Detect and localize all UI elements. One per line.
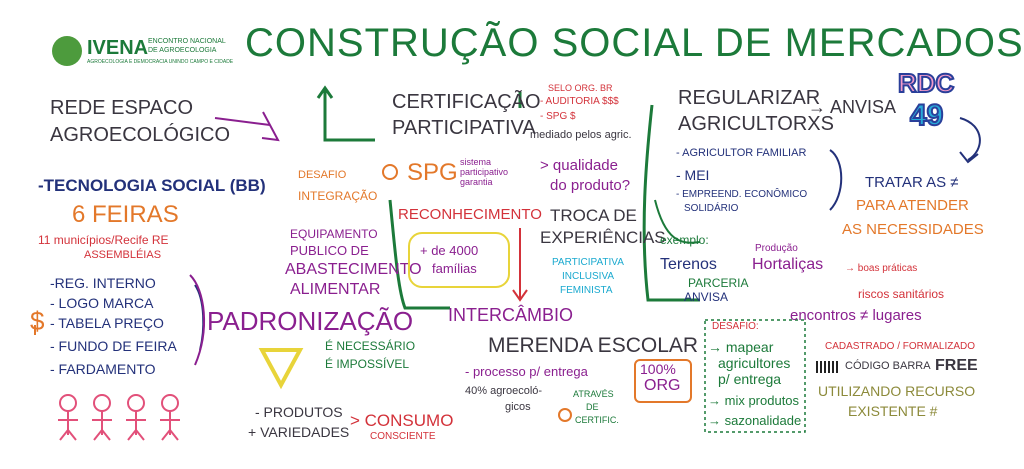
equip-line-1: EQUIPAMENTO (290, 227, 378, 241)
qualidade-1: > qualidade (540, 157, 618, 174)
intercambio: INTERCÂMBIO (448, 305, 574, 325)
processo-entrega: - processo p/ entrega (465, 364, 588, 379)
e-impossivel: É IMPOSSÍVEL (325, 357, 410, 371)
consumo: > CONSUMO (350, 411, 454, 430)
agroeco-2: gicos (505, 401, 531, 413)
empreend-1: - EMPREEND. ECONÔMICO (676, 189, 808, 200)
sazonalidade: → sazonalidade (708, 413, 802, 428)
mapear-2: agricultores (718, 355, 791, 371)
barcode-icon (816, 361, 838, 373)
spg-note-3: garantia (460, 177, 493, 187)
agricultor-familiar: - AGRICULTOR FAMILIAR (676, 147, 807, 159)
troca-1: TROCA DE (550, 206, 637, 225)
equip-line-4: ALIMENTAR (290, 281, 381, 298)
org-label: ORG (644, 377, 681, 394)
mapear-1: → mapear (708, 339, 774, 355)
selo-org: SELO ORG. BR (548, 83, 613, 93)
rdc-label: RDC (897, 68, 955, 98)
feminista: FEMINISTA (560, 285, 613, 296)
regularizar-1: REGULARIZAR (678, 87, 821, 109)
list-item-logo-marca: - LOGO MARCA (50, 295, 154, 311)
mei: - MEI (676, 167, 710, 183)
list-item-fundo-feira: - FUNDO DE FEIRA (50, 338, 177, 354)
existente: EXISTENTE # (848, 403, 938, 419)
list-item-tabela-preco: - TABELA PREÇO (50, 315, 164, 331)
merenda-escolar: MERENDA ESCOLAR (488, 334, 699, 357)
familias-2: famílias (432, 261, 477, 276)
rede-line-2: AGROECOLÓGICO (50, 124, 231, 146)
reconhecimento: RECONHECIMENTO (398, 206, 542, 223)
codigo-barra: CÓDIGO BARRA (845, 360, 931, 372)
regularizar-2: AGRICULTORXS (678, 113, 834, 135)
logo-subtitle-2: DE AGROECOLOGIA (148, 47, 217, 54)
e-necessario: É NECESSÁRIO (325, 339, 416, 353)
utilizando: UTILIZANDO RECURSO (818, 383, 976, 399)
spg-label: SPG (407, 159, 458, 186)
rdc-49: 49 (909, 99, 944, 132)
variedades: + VARIEDADES (248, 424, 350, 440)
auditoria: - AUDITORIA $$$ (540, 96, 619, 107)
atraves-3: CERTIFIC. (575, 415, 619, 425)
spg-note-2: participativo (460, 167, 509, 177)
logo-name: IVENA (87, 37, 149, 59)
tratar: TRATAR AS ≠ (865, 174, 959, 191)
inclusiva: INCLUSIVA (562, 271, 615, 282)
necessidades: AS NECESSIDADES (842, 221, 984, 238)
desafio-label: DESAFIO (298, 169, 347, 181)
mix-produtos: → mix produtos (708, 393, 800, 408)
desafio-right: DESAFIO: (712, 321, 759, 332)
certificacao-line-2: PARTICIPATIVA (392, 117, 536, 139)
atraves-2: DE (586, 402, 599, 412)
troca-2: EXPERIÊNCIAS (540, 228, 666, 247)
assembleias: ASSEMBLÉIAS (84, 249, 162, 261)
seis-feiras: 6 FEIRAS (72, 201, 179, 228)
consciente: CONSCIENTE (370, 431, 436, 442)
parceria: PARCERIA (688, 276, 749, 290)
boas-praticas: → boas práticas (845, 263, 918, 274)
mapear-3: p/ entrega (718, 371, 782, 387)
participativa: PARTICIPATIVA (552, 257, 624, 268)
org-100: 100% (640, 361, 676, 377)
atraves-1: ATRAVÉS (573, 389, 614, 399)
produtos: - PRODUTOS (255, 404, 343, 420)
hortalicas: Hortaliças (752, 256, 824, 273)
spg-money: - SPG $ (540, 111, 576, 122)
integracao: INTEGRAÇÃO (298, 189, 378, 203)
list-item-fardamento: - FARDAMENTO (50, 361, 156, 377)
logo-tagline: AGROECOLOGIA E DEMOCRACIA UNINDO CAMPO E… (87, 59, 234, 65)
exemplo: exemplo: (660, 233, 709, 247)
equip-line-2: PUBLICO DE (290, 243, 369, 258)
anvisa: → ANVISA (808, 97, 897, 117)
org-box (634, 359, 692, 403)
spg-note-1: sistema (460, 157, 492, 167)
page-title: CONSTRUÇÃO SOCIAL DE MERCADOS (245, 21, 1024, 65)
mediado: mediado pelos agric. (530, 129, 632, 141)
dollar-icon: $ (30, 306, 45, 336)
agroeco-1: 40% agroecoló- (465, 385, 543, 397)
encontros: encontros ≠ lugares (790, 307, 922, 324)
logo-subtitle-1: ENCONTRO NACIONAL (148, 38, 226, 45)
para-atender: PARA ATENDER (856, 197, 969, 214)
empreend-2: SOLIDÁRIO (684, 203, 739, 214)
certificacao-line-1: CERTIFICAÇÃO (392, 91, 541, 113)
municipios: 11 municípios/Recife RE (38, 233, 169, 247)
familias-box (408, 232, 510, 288)
enas-logo-icon (52, 36, 82, 66)
cadastrado: CADASTRADO / FORMALIZADO (825, 341, 976, 352)
qualidade-2: do produto? (550, 177, 631, 194)
padronizacao: PADRONIZAÇÃO (207, 306, 414, 336)
producao: Produção (755, 243, 798, 254)
familias-1: + de 4000 (420, 243, 479, 258)
equip-line-3: ABASTECIMENTO (285, 261, 422, 278)
anvisa-2: ANVISA (684, 290, 729, 304)
rede-line-1: REDE ESPACO (50, 97, 193, 119)
free: FREE (935, 357, 978, 374)
tecnologia-social: -TECNOLOGIA SOCIAL (BB) (38, 176, 266, 195)
list-item-reg-interno: -REG. INTERNO (50, 275, 156, 291)
terenos: Terenos (660, 256, 717, 273)
riscos-sanitarios: riscos sanitários (858, 287, 945, 301)
